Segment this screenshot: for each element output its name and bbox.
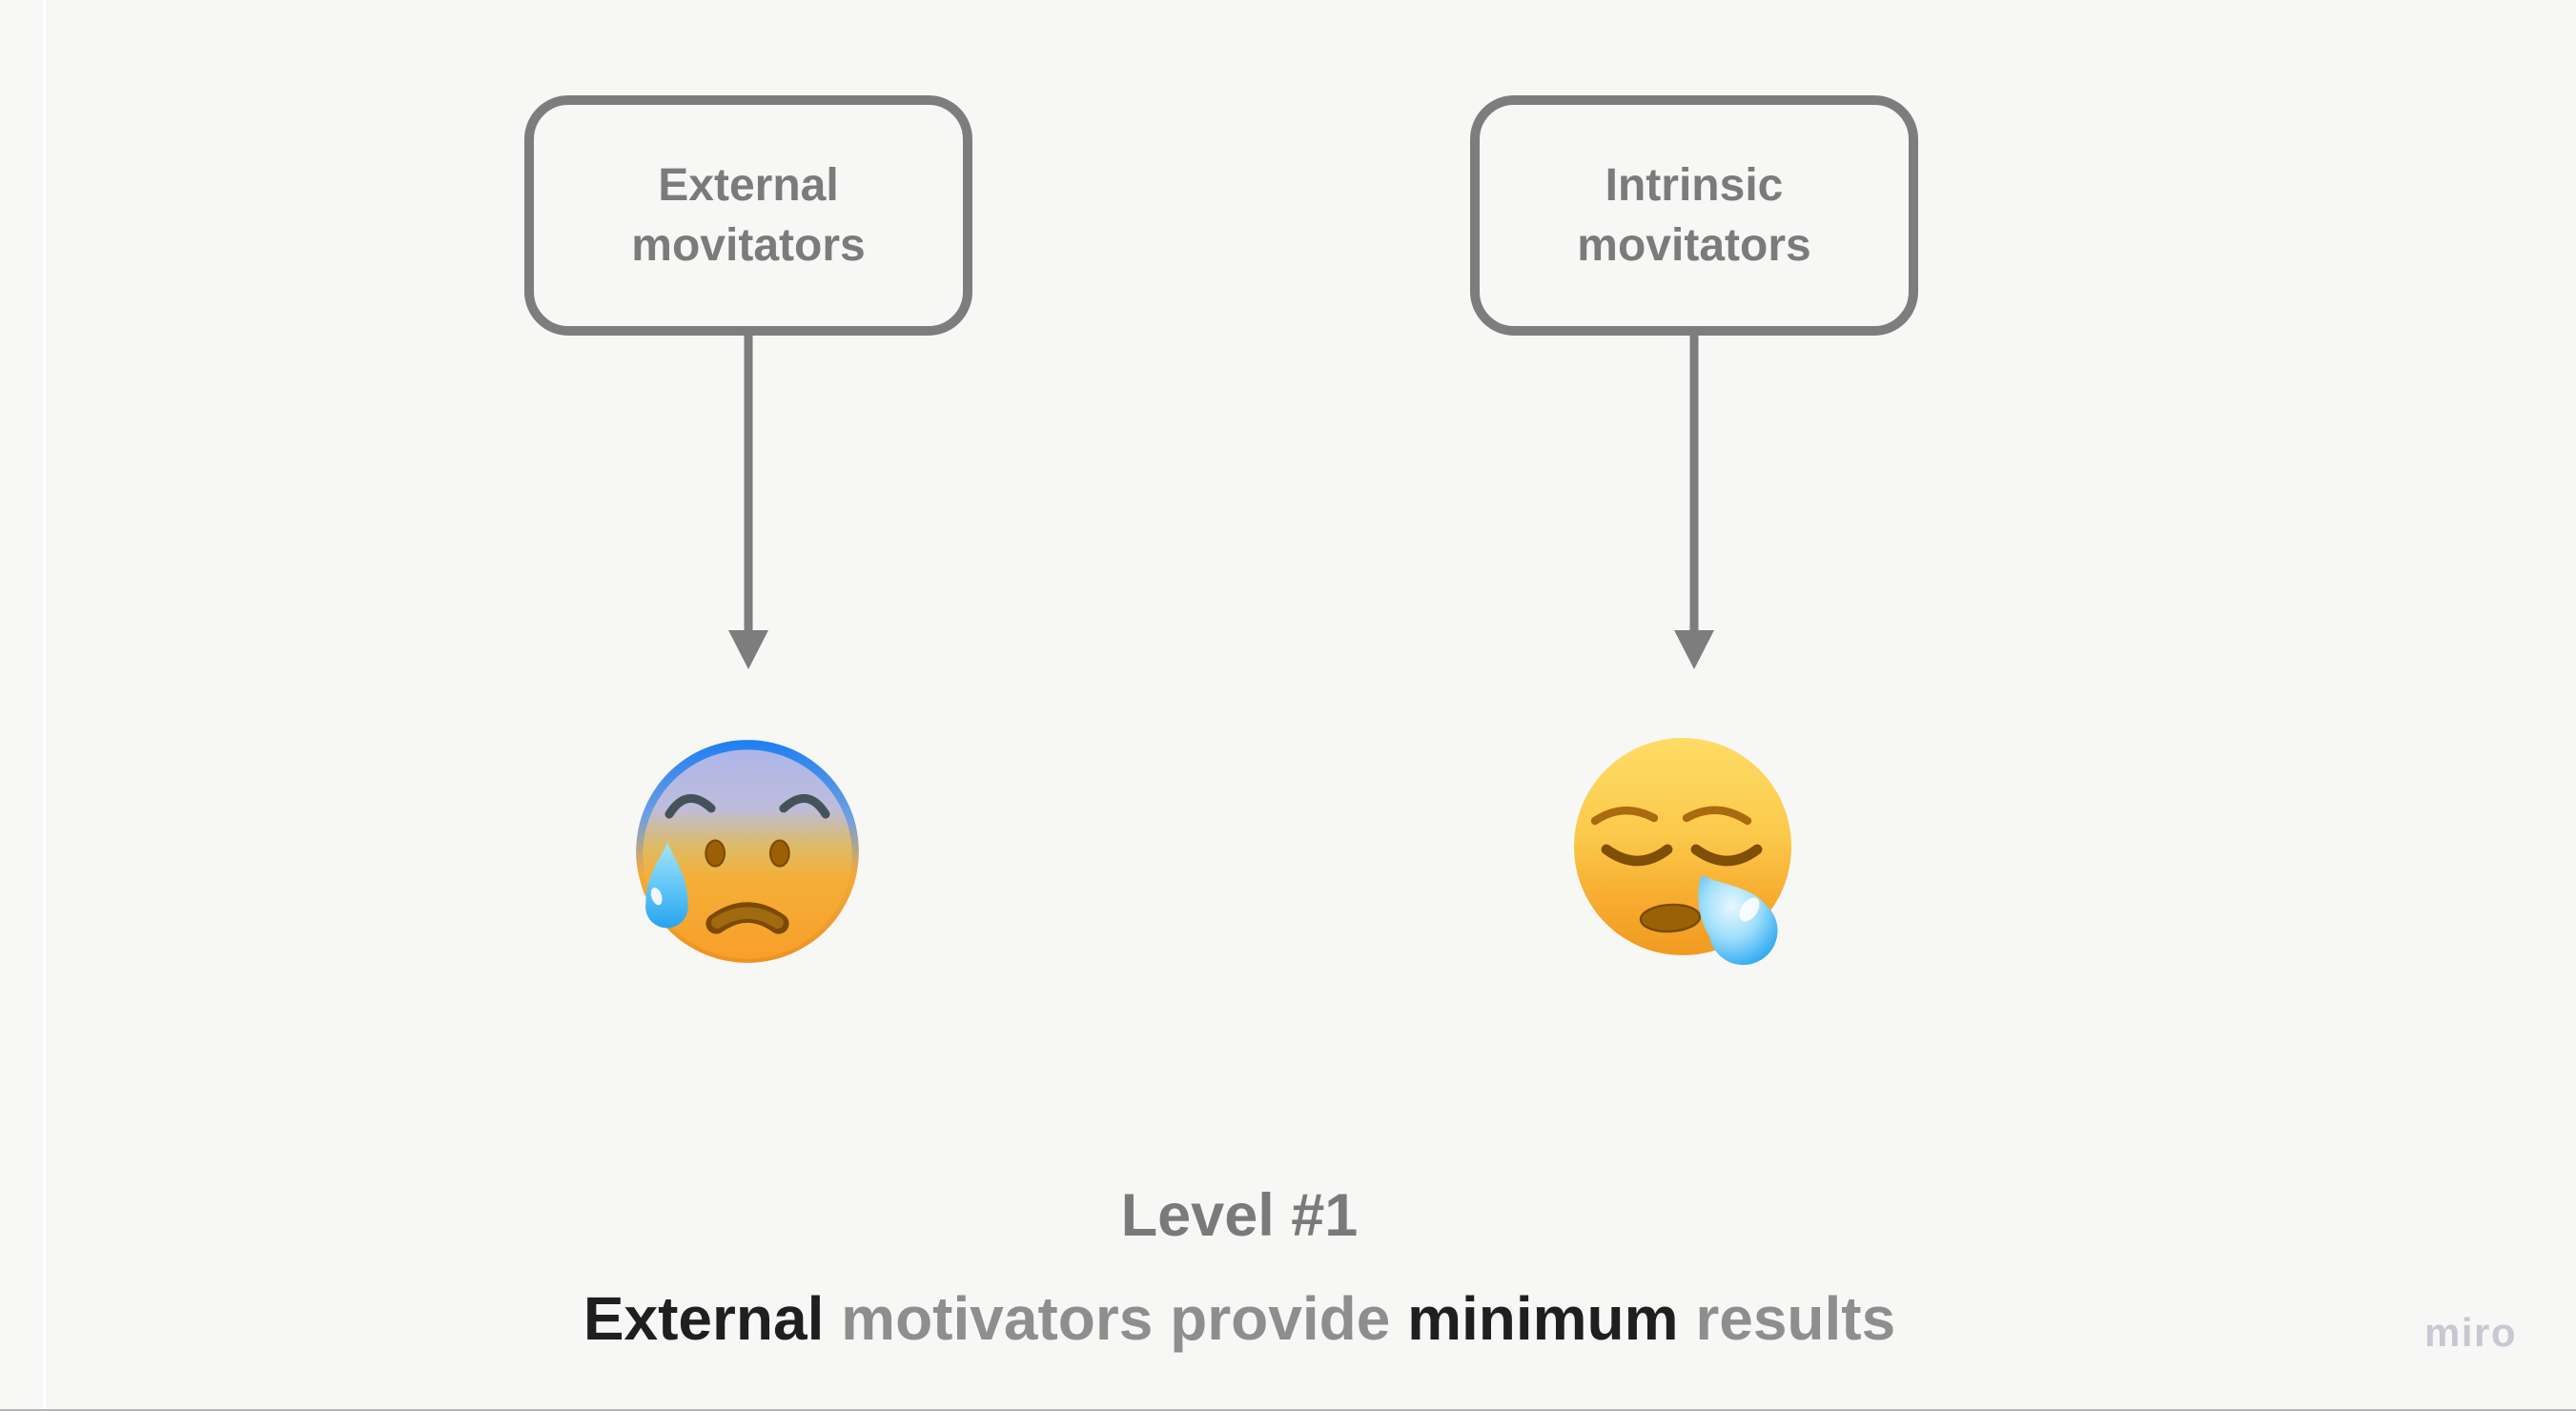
- caption-segment-motivators-provide: motivators provide: [841, 1284, 1408, 1353]
- sleepy-face-emoji[interactable]: [1568, 732, 1797, 966]
- caption-block[interactable]: Level #1 External motivators provide min…: [0, 1180, 2479, 1355]
- node-label-line1: External: [658, 159, 839, 211]
- caption-description: External motivators provide minimum resu…: [0, 1282, 2479, 1355]
- caption-segment-results: results: [1695, 1284, 1896, 1353]
- node-intrinsic-motivators[interactable]: Intrinsic movitators: [1470, 95, 1918, 336]
- node-label-line2: movitators: [1577, 220, 1811, 271]
- anxious-face-with-cold-sweat-emoji[interactable]: [630, 734, 865, 969]
- arrow-head-icon: [728, 630, 768, 669]
- canvas-edge-divider-line: [43, 0, 46, 1411]
- window-bottom-edge: [0, 1409, 2576, 1411]
- anxious-face-icon: [636, 740, 859, 963]
- arrow-head-icon: [1674, 630, 1714, 669]
- node-label-line2: movitators: [631, 220, 866, 271]
- arrow-intrinsic-down[interactable]: [1664, 336, 1725, 671]
- canvas-left-strip: [0, 0, 43, 1411]
- sleepy-face-icon: [1574, 738, 1791, 966]
- node-label-line1: Intrinsic: [1605, 159, 1784, 211]
- miro-watermark: miro: [2423, 1310, 2517, 1355]
- caption-segment-external: External: [583, 1284, 842, 1353]
- caption-segment-minimum: minimum: [1407, 1284, 1696, 1353]
- arrow-external-down[interactable]: [718, 336, 779, 671]
- caption-level-title: Level #1: [1120, 1182, 1359, 1249]
- node-external-motivators[interactable]: External movitators: [524, 95, 972, 336]
